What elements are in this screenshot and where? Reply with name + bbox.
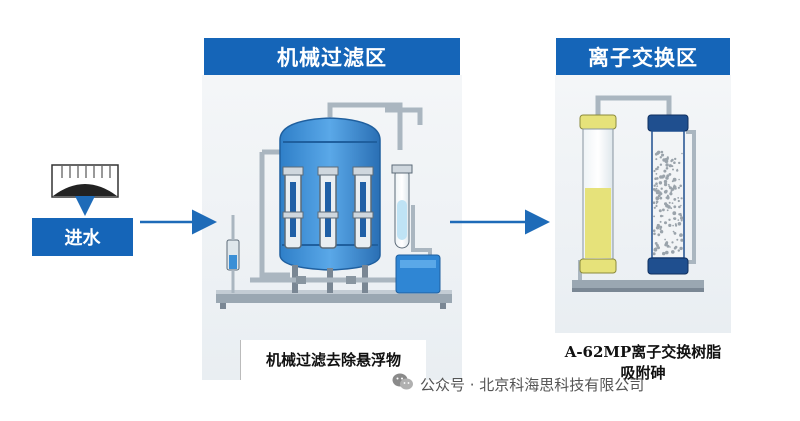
- wechat-icon: [392, 372, 414, 396]
- watermark-text: 公众号 · 北京科海思科技有限公司: [420, 375, 645, 394]
- ion-caption-line2: 吸附砷: [620, 364, 666, 382]
- filter-zone-caption: 机械过滤去除悬浮物: [240, 340, 426, 380]
- sediment-icon: [51, 164, 119, 216]
- ion-zone-caption: A-62MP离子交换树脂 吸附砷: [555, 338, 731, 390]
- filter-zone-title: 机械过滤区: [204, 38, 460, 75]
- filter-equipment: [216, 102, 452, 309]
- watermark: 公众号 · 北京科海思科技有限公司: [392, 372, 644, 396]
- ion-zone-title: 离子交换区: [556, 38, 730, 75]
- ion-exchange-equipment: [572, 95, 704, 292]
- inlet-label: 进水: [32, 218, 133, 256]
- filter-caption-text: 机械过滤去除悬浮物: [265, 351, 401, 369]
- ion-caption-line1: A-62MP离子交换树脂: [564, 343, 722, 361]
